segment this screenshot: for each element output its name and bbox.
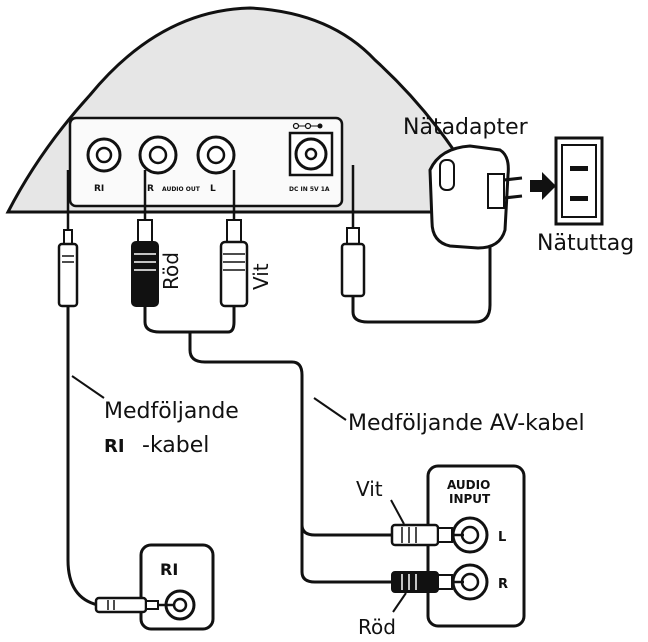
- dc-plug: [340, 165, 366, 298]
- white-rca-plug-bottom: [390, 523, 464, 547]
- audio-input-title-1: AUDIO: [447, 478, 490, 492]
- av-cable-white: [188, 332, 392, 537]
- white-bottom-callout: [390, 499, 405, 525]
- panel-audio-out-label: AUDIO OUT: [162, 186, 201, 193]
- ri-cable: [66, 305, 138, 607]
- dc-in-jack: [288, 122, 334, 177]
- panel-r-label: R: [147, 184, 154, 194]
- panel-ri-label: RI: [94, 184, 104, 194]
- audio-input-box: AUDIO INPUT L R: [426, 464, 526, 628]
- audio-input-r-label: R: [498, 577, 508, 592]
- ri-cable-label-line1: Medföljande: [104, 399, 239, 424]
- audio-input-l-label: L: [498, 530, 506, 545]
- ri-target-box: RI: [139, 543, 215, 631]
- white-top-label: Vit: [249, 263, 273, 290]
- audio-out-l-jack: [196, 135, 236, 175]
- ri-jack: [86, 137, 122, 173]
- red-bottom-callout: [392, 592, 407, 613]
- av-cable-callout: [313, 397, 347, 421]
- ri-cable-label-line2: -kabel: [142, 433, 209, 458]
- white-bottom-label: Vit: [356, 477, 383, 501]
- panel-l-label: L: [210, 184, 216, 194]
- device-body: RI R AUDIO OUT L DC IN 5V 1A: [5, 6, 476, 214]
- av-cable-red: [300, 525, 392, 584]
- panel-dc-label: DC IN 5V 1A: [289, 186, 330, 193]
- arrow-icon: [530, 172, 556, 200]
- svg-text:RI: RI: [104, 436, 125, 457]
- audio-out-r-jack: [138, 135, 178, 175]
- power-cable: [351, 245, 492, 324]
- ri-plug-top: [57, 170, 79, 308]
- ri-plug-bottom: [94, 596, 174, 614]
- ri-logo-icon: RI: [104, 436, 125, 457]
- outlet-label: Nätuttag: [537, 231, 634, 256]
- adapter-label: Nätadapter: [403, 115, 529, 140]
- wall-outlet: [554, 136, 604, 226]
- ri-cable-callout: [71, 375, 105, 399]
- av-cable-label: Medföljande AV-kabel: [348, 411, 585, 436]
- audio-input-title-2: INPUT: [449, 492, 491, 506]
- red-bottom-label: Röd: [358, 615, 396, 639]
- ri-box-label: RI: [160, 560, 178, 579]
- red-top-label: Röd: [159, 252, 183, 290]
- red-rca-plug-top: [131, 170, 159, 307]
- red-rca-plug-bottom: [391, 571, 464, 593]
- power-adapter: [428, 144, 523, 250]
- av-cable-top: [143, 305, 236, 334]
- white-rca-plug-top: [219, 170, 249, 308]
